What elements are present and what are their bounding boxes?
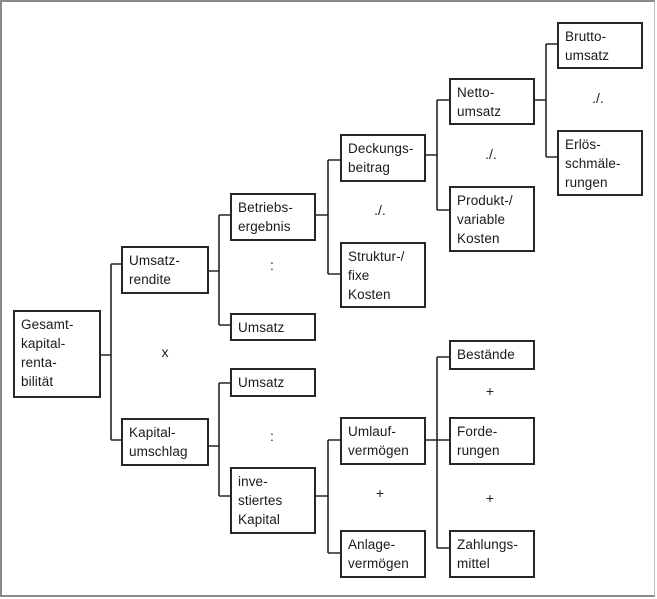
- connector-investiertes-kapital: [316, 439, 340, 554]
- connector-betriebsergebnis: [316, 159, 340, 275]
- operator-multiply: x: [161, 344, 169, 360]
- node-investiertes-kapital: inve- stiertes Kapital: [230, 467, 316, 534]
- node-nettoumsatz: Netto- umsatz: [449, 78, 535, 125]
- node-kapitalumschlag: Kapital- umschlag: [121, 418, 209, 466]
- node-strukturkosten: Struktur-/ fixe Kosten: [340, 242, 426, 308]
- operator-minus-2: ./.: [485, 146, 497, 162]
- node-zahlungsmittel: Zahlungs- mittel: [449, 530, 535, 578]
- operator-plus-1: +: [375, 485, 385, 501]
- connector-nettoumsatz: [535, 43, 557, 158]
- connector-deckungsbeitrag: [426, 99, 449, 211]
- node-bestaende: Bestände: [449, 340, 535, 370]
- node-umsatzrendite: Umsatz- rendite: [121, 246, 209, 294]
- connector-umsatzrendite: [209, 214, 230, 326]
- connector-kapitalumschlag: [209, 382, 230, 497]
- node-umsatz-1: Umsatz: [230, 313, 316, 341]
- node-erloesschmaelerungen: Erlös- schmäle- rungen: [557, 130, 643, 196]
- node-anlagevermoegen: Anlage- vermögen: [340, 530, 426, 578]
- node-forderungen: Forde- rungen: [449, 417, 535, 465]
- node-gesamtkapitalrentabilitaet: Gesamt- kapital- renta- bilität: [13, 310, 101, 398]
- node-bruttoumsatz: Brutto- umsatz: [557, 22, 643, 69]
- node-umsatz-2: Umsatz: [230, 368, 316, 397]
- node-deckungsbeitrag: Deckungs- beitrag: [340, 134, 426, 182]
- operator-plus-2: +: [485, 383, 495, 399]
- connector-umlaufvermoegen: [426, 356, 449, 549]
- operator-minus-1: ./.: [374, 202, 386, 218]
- operator-divide-2: :: [270, 428, 274, 444]
- connector-root: [101, 263, 121, 441]
- node-produktkosten: Produkt-/ variable Kosten: [449, 186, 535, 252]
- node-betriebsergebnis: Betriebs- ergebnis: [230, 193, 316, 241]
- operator-divide-1: :: [270, 257, 274, 273]
- operator-plus-3: +: [485, 490, 495, 506]
- node-umlaufvermoegen: Umlauf- vermögen: [340, 417, 426, 465]
- operator-minus-3: ./.: [592, 90, 604, 106]
